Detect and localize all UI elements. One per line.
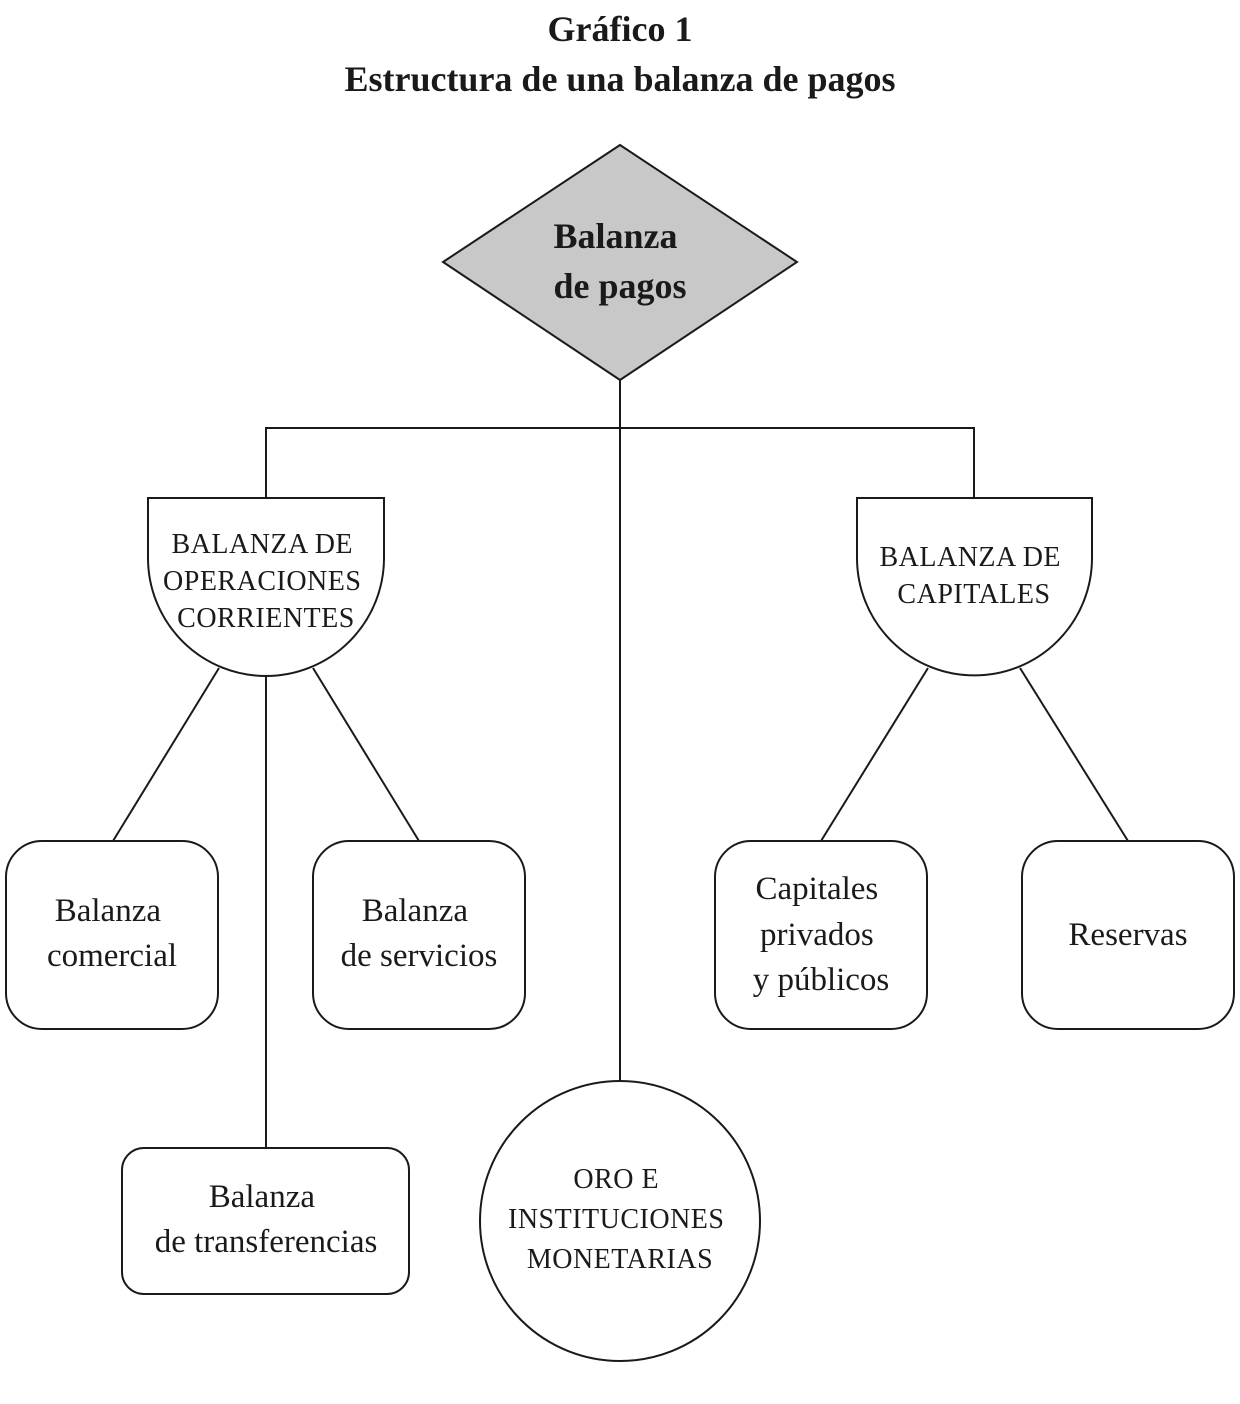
node-comercial-label: Balanza comercial: [47, 893, 177, 974]
root-label-line-1: Balanza: [553, 216, 677, 256]
root-label: Balanza de pagos: [553, 216, 686, 306]
node-privados-line-1: Capitales: [755, 871, 878, 907]
node-oro-line-3: MONETARIAS: [527, 1244, 713, 1275]
node-comercial-shape: [5, 840, 219, 1030]
node-oro-shape: [479, 1080, 761, 1362]
node-corrientes-line-1: BALANZA DE: [171, 529, 353, 560]
figure-title: Gráfico 1: [547, 9, 693, 49]
node-reservas-line-1: Reservas: [1068, 917, 1187, 953]
node-capitales-line-2: CAPITALES: [897, 579, 1050, 610]
figure-subtitle: Estructura de una balanza de pagos: [344, 59, 896, 99]
node-corrientes-shape: [147, 497, 385, 677]
node-comercial-line-2: comercial: [47, 938, 177, 974]
node-capitales-line-1: BALANZA DE: [879, 542, 1061, 573]
node-privados-shape: [714, 840, 928, 1030]
node-servicios-line-1: Balanza: [362, 893, 469, 929]
connector-branch-bar: [265, 427, 975, 498]
node-servicios-line-2: de servicios: [341, 938, 498, 974]
connector-capitales-privados: [820, 667, 929, 842]
node-oro-label: ORO E INSTITUCIONES MONETARIAS: [508, 1164, 732, 1275]
root-label-line-2: de pagos: [553, 266, 686, 306]
node-oro-line-1: ORO E: [573, 1164, 659, 1195]
node-transferencias-shape: [121, 1147, 410, 1295]
node-comercial-line-1: Balanza: [55, 893, 162, 929]
node-capitales-label: BALANZA DE CAPITALES: [879, 542, 1068, 610]
node-corrientes-line-3: CORRIENTES: [177, 603, 355, 634]
node-capitales-shape: [856, 497, 1093, 677]
node-corrientes-line-2: OPERACIONES: [163, 566, 361, 597]
node-reservas-label: Reservas: [1068, 917, 1187, 953]
figure-header: Gráfico 1 Estructura de una balanza de p…: [0, 4, 1240, 104]
node-oro-line-2: INSTITUCIONES: [508, 1204, 725, 1235]
node-privados-line-3: y públicos: [753, 962, 890, 998]
node-privados-label: Capitales privados y públicos: [753, 871, 890, 998]
connector-corrientes-comercial: [112, 667, 220, 842]
node-transferencias-line-2: de transferencias: [155, 1224, 378, 1260]
root-diamond: [441, 143, 799, 382]
node-transferencias-line-1: Balanza: [209, 1179, 316, 1215]
connector-corrientes-servicios: [312, 667, 420, 842]
node-transferencias-label: Balanza de transferencias: [155, 1179, 378, 1260]
connector-capitales-reservas: [1019, 667, 1129, 842]
node-reservas-shape: [1021, 840, 1235, 1030]
node-privados-line-2: privados: [760, 917, 874, 953]
node-servicios-label: Balanza de servicios: [341, 893, 498, 974]
node-servicios-shape: [312, 840, 526, 1030]
node-corrientes-label: BALANZA DE OPERACIONES CORRIENTES: [163, 529, 369, 634]
